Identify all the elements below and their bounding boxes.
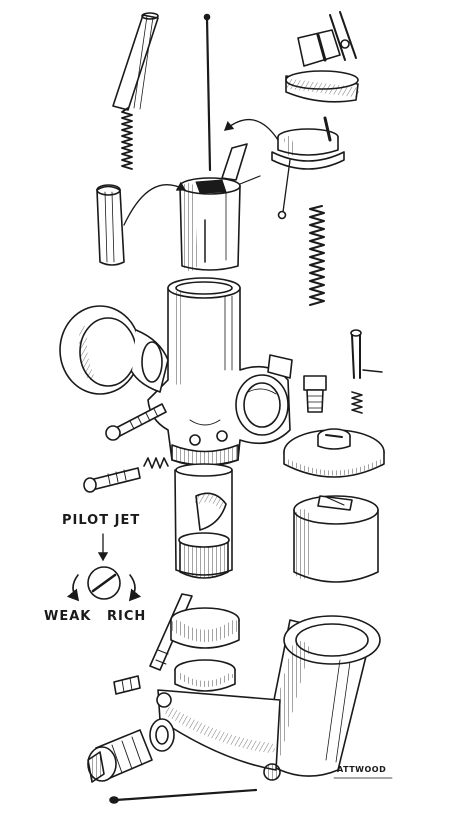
assembly-arrow-right (224, 118, 279, 141)
throttle-cable (277, 159, 291, 220)
air-slide-stem (112, 12, 159, 111)
main-jet-holder (87, 729, 153, 783)
jet-block (174, 463, 233, 579)
mixing-chamber-top (285, 70, 359, 103)
throttle-stop-screw (105, 403, 167, 441)
fibre-washer (149, 718, 175, 752)
rich-arrow (128, 574, 142, 602)
throttle-slide (179, 177, 241, 271)
pilot-jet-label: PILOT JET (62, 513, 141, 528)
float-chamber-base (156, 615, 381, 781)
mixing-chamber-cap (271, 116, 345, 170)
locking-ring (170, 607, 240, 692)
adjustment-dial (87, 566, 121, 600)
float-needle (109, 788, 258, 804)
pilot-jet-plug (113, 675, 141, 695)
carburettor-body (147, 277, 293, 467)
tickler-plunger (350, 329, 383, 379)
air-slide (96, 184, 125, 266)
cable-adjuster (297, 11, 357, 67)
throttle-return-spring (309, 205, 325, 306)
assembly-arrow-left (123, 181, 187, 226)
jet-needle (203, 13, 212, 172)
artist-signature: ATTWOOD (337, 765, 387, 774)
needle-clip (221, 143, 261, 185)
banjo-bolt (303, 375, 327, 413)
pilot-jet-screw (83, 467, 141, 493)
air-slide-spring (121, 107, 133, 170)
rich-label: RICH (107, 609, 147, 624)
pilot-jet-spring (143, 457, 169, 469)
float-chamber-cover (283, 428, 385, 478)
weak-arrow (66, 574, 80, 602)
tickler-spring (351, 391, 363, 414)
air-intake-bell (59, 305, 169, 395)
weak-label: WEAK (44, 609, 92, 624)
float-chamber (293, 495, 379, 583)
